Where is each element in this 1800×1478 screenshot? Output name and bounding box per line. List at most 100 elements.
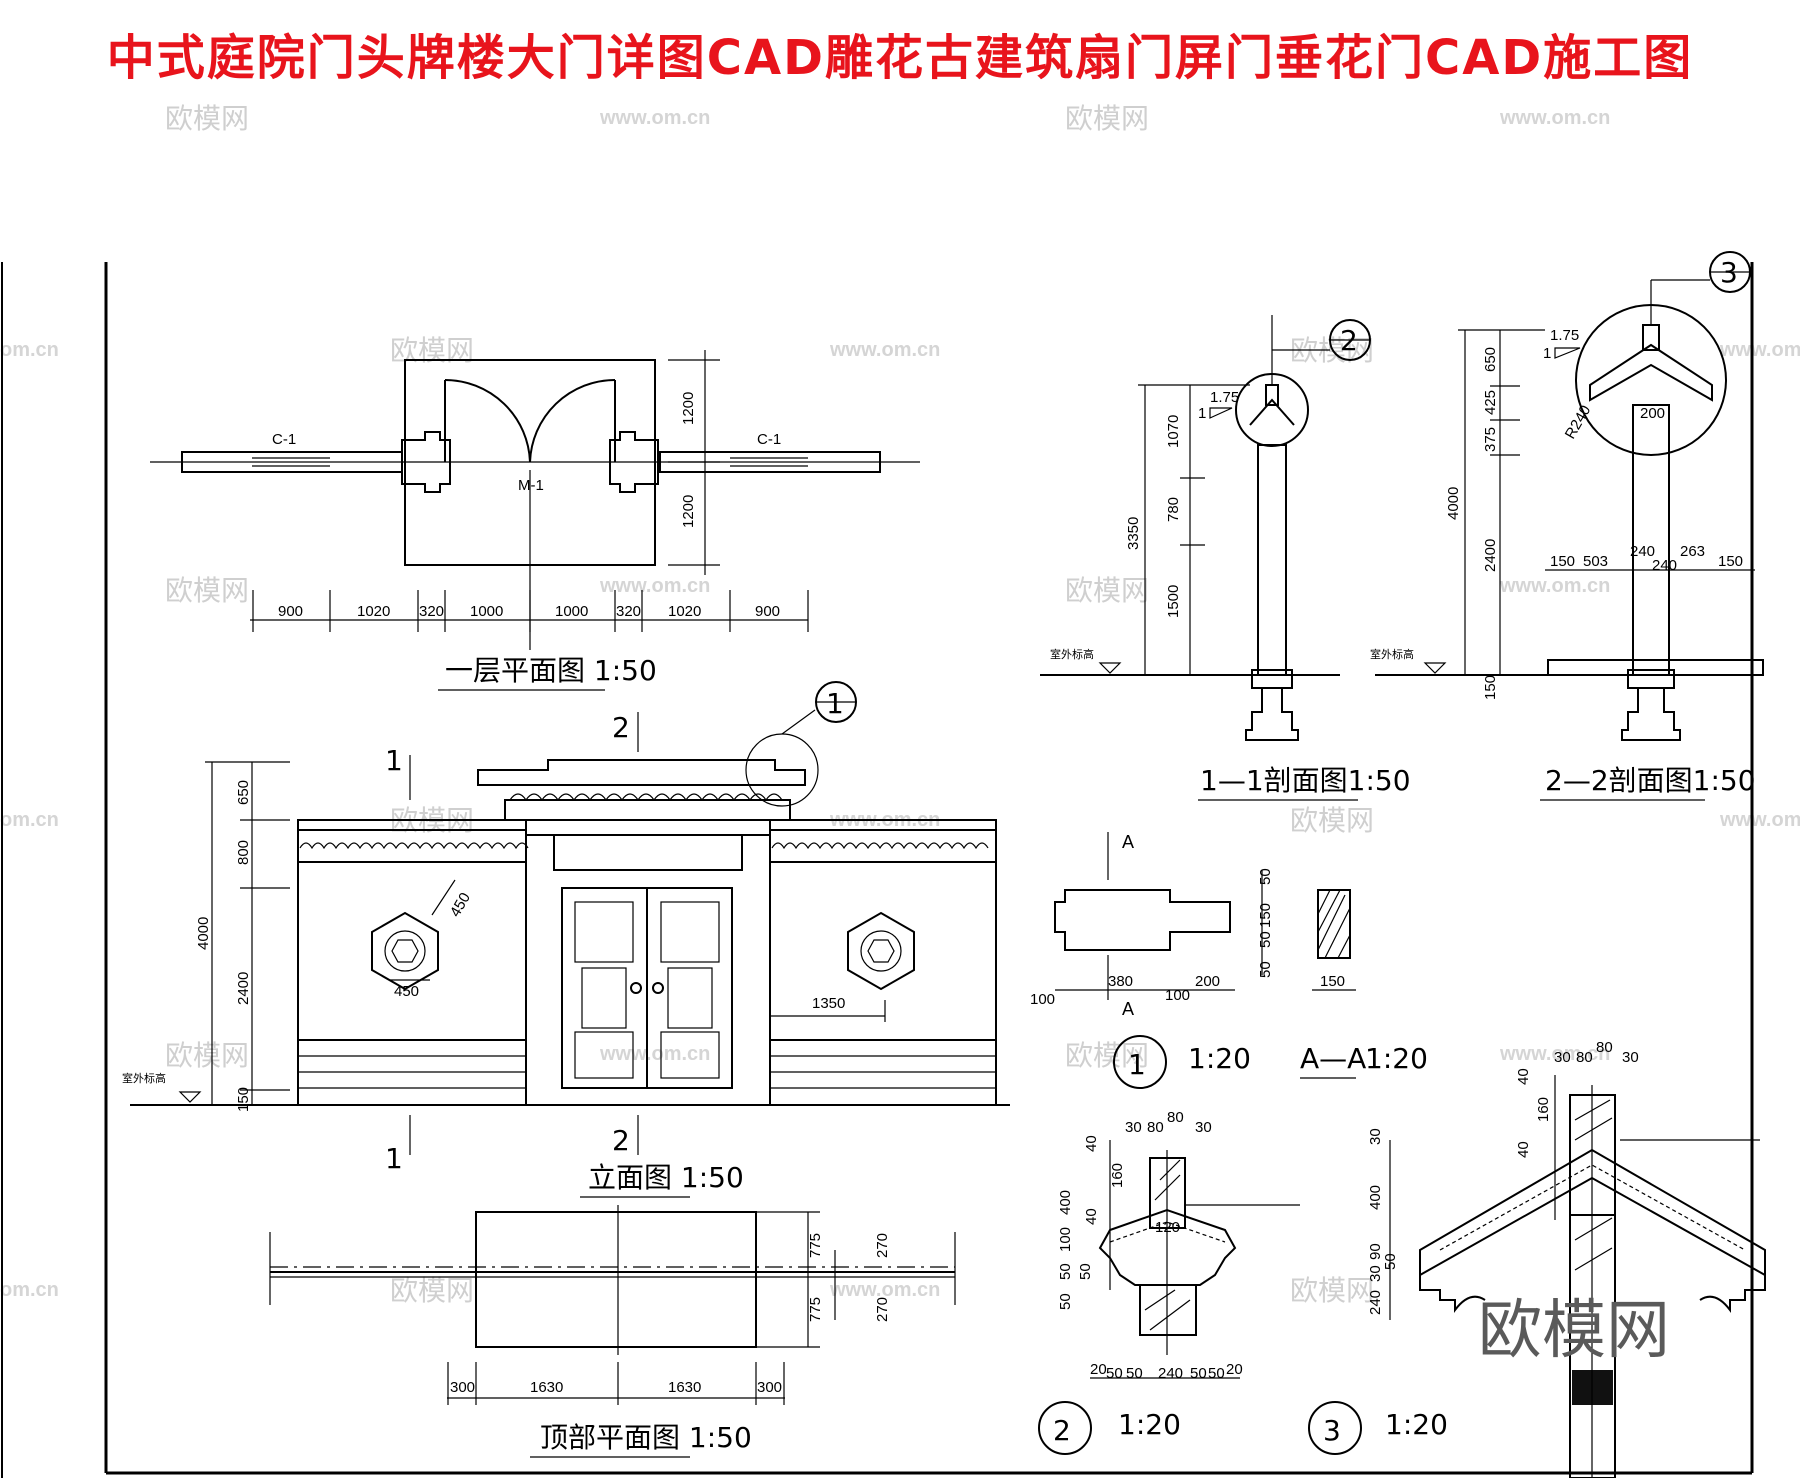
- detail-dim-bottom: 240: [1158, 1365, 1183, 1382]
- detail-dim-left: 90: [1367, 1243, 1384, 1260]
- watermark-layer: 欧模网 www.om.cn 欧模网 www.om.cn 欧模网 www.om.c…: [0, 102, 1800, 1307]
- watermark-brand: 欧模网: [1290, 804, 1374, 837]
- plan-dim-bottom: 320: [419, 603, 444, 620]
- section-cut-label: A: [1122, 999, 1134, 1019]
- detail-dim-left: 40: [1515, 1141, 1532, 1158]
- detail-dim-left: 400: [1367, 1185, 1384, 1210]
- detail-dim-left: 240: [1367, 1290, 1384, 1315]
- detail-marker: [1038, 1401, 1092, 1455]
- section-dim: 2400: [1482, 539, 1499, 572]
- detail-2: 30 80 80 30 40 160 400 40 100 50 50 50 1…: [1038, 1109, 1300, 1455]
- detail-scale: 1:20: [1188, 1042, 1251, 1075]
- roof-dim-right: 270: [874, 1233, 891, 1258]
- section-dim: 1070: [1165, 415, 1182, 448]
- roof-dim-right: 775: [807, 1297, 824, 1322]
- watermark-url: www.om.cn: [1719, 809, 1800, 831]
- elevation-dim-left: 650: [235, 780, 252, 805]
- detail-dim-top: 30: [1125, 1119, 1142, 1136]
- detail-aa-title: A—A: [1300, 1042, 1366, 1075]
- detail-dim-left: 30: [1367, 1128, 1384, 1145]
- plan-dim-bottom: 1020: [668, 603, 701, 620]
- watermark-url: www.om.cn: [599, 575, 710, 597]
- plan-title: 一层平面图 1:50: [445, 654, 657, 687]
- plan-dim-bottom: 320: [616, 603, 641, 620]
- detail-dim-top: 80: [1576, 1049, 1593, 1066]
- detail-dim-left: 50: [1057, 1263, 1074, 1280]
- detail-dim-top: 80: [1147, 1119, 1164, 1136]
- watermark-url: www.om.cn: [1499, 575, 1610, 597]
- detail-dim-left: 400: [1057, 1190, 1074, 1215]
- detail-scale: 1:20: [1365, 1042, 1428, 1075]
- ground-floor-plan: C-1 C-1 M-1 1200 1200 900 1020 320 1000 …: [150, 350, 920, 691]
- section-2-2: 3 1.75 1 R240 200 650 425 375 2400 4000 …: [1370, 251, 1764, 801]
- section-dim-h: 503: [1583, 553, 1608, 570]
- page-title: 中式庭院门头牌楼大门详图CAD雕花古建筑扇门屏门垂花门CAD施工图: [106, 30, 1694, 86]
- watermark-url: www.om.cn: [599, 1043, 710, 1065]
- detail-dim-top: 80: [1596, 1039, 1613, 1056]
- section-dim-h: 240: [1652, 557, 1677, 574]
- watermark-url: www.om.cn: [1499, 1043, 1610, 1065]
- detail-marker-label: 2: [1053, 1414, 1071, 1447]
- detail-dim-left: 30: [1367, 1265, 1384, 1282]
- detail-dim-top: 30: [1622, 1049, 1639, 1066]
- detail-marker-label: 1: [826, 687, 844, 720]
- roof-dim-right: 775: [807, 1233, 824, 1258]
- watermark-brand: 欧模网: [390, 334, 474, 367]
- plan-dim-bottom: 1000: [555, 603, 588, 620]
- detail-marker-label: 1: [1128, 1048, 1146, 1081]
- ground-level-label: 室外标高: [1050, 647, 1094, 661]
- elevation-title: 立面图 1:50: [588, 1161, 744, 1194]
- slope-label: 1.75: [1550, 327, 1579, 344]
- detail-marker: [1113, 1035, 1167, 1089]
- section-dim: 780: [1165, 497, 1182, 522]
- section-cut-label: A: [1122, 832, 1134, 852]
- watermark-url: www.om.cn: [829, 1279, 940, 1301]
- door-panels: [574, 901, 720, 1079]
- plan-dim-right: 1200: [680, 392, 697, 425]
- window-label: C-1: [272, 431, 296, 448]
- watermark-url-short: om.cn: [0, 809, 59, 831]
- detail-dim-top: 30: [1195, 1119, 1212, 1136]
- section-dim: 1500: [1165, 585, 1182, 618]
- detail-dim-left: 160: [1109, 1163, 1126, 1188]
- watermark-url-short: om.cn: [0, 339, 59, 361]
- section-mark: 2: [612, 1124, 630, 1157]
- detail-dim-v: 150: [1257, 903, 1274, 928]
- detail-dim-top: 30: [1554, 1049, 1571, 1066]
- section-dim-total: 4000: [1445, 487, 1462, 520]
- elevation-dim-total: 4000: [195, 917, 212, 950]
- detail-dim-left: 100: [1057, 1227, 1074, 1252]
- section-dim-total: 3350: [1125, 517, 1142, 550]
- plan-dim-ticks: [252, 590, 809, 632]
- watermark-brand: 欧模网: [1065, 102, 1149, 135]
- hex-window-right: [847, 911, 915, 991]
- section-dim-base: 150: [1482, 675, 1499, 700]
- brick-base-left: [297, 1039, 527, 1106]
- plan-dim-bottom: 1000: [470, 603, 503, 620]
- section-mark: 2: [612, 711, 630, 744]
- sheet-frame: [1, 262, 1754, 1478]
- elevation-dim-left: 150: [235, 1087, 252, 1112]
- watermark-brand: 欧模网: [165, 102, 249, 135]
- section-dim-h: 240: [1630, 543, 1655, 560]
- watermark-brand: 欧模网: [165, 574, 249, 607]
- section-dim-h: 263: [1680, 543, 1705, 560]
- watermark-brand: 欧模网: [390, 1274, 474, 1307]
- watermark-brand: 欧模网: [165, 1039, 249, 1072]
- watermark-url-short: om.cn: [0, 1279, 59, 1301]
- plan-dim-right: 1200: [680, 495, 697, 528]
- roof-plan-title: 顶部平面图 1:50: [540, 1421, 752, 1454]
- detail-dim-left: 40: [1515, 1068, 1532, 1085]
- watermark-brand: 欧模网: [1290, 1274, 1374, 1307]
- front-elevation: 1 1 1 2 2 650 800 2400 150 4000 室外标高 450…: [122, 681, 1010, 1198]
- section-dim: 375: [1482, 427, 1499, 452]
- detail-dim: 150: [1320, 973, 1345, 990]
- plan-dim-bottom: 900: [278, 603, 303, 620]
- elevation-dim-left: 800: [235, 840, 252, 865]
- detail-dim-v: 50: [1257, 868, 1274, 885]
- detail-dim-left: 160: [1535, 1097, 1552, 1122]
- section-1-1: 2 1.75 1 1070 780 1500 3350 室外标高 1—1剖面图1…: [1040, 315, 1411, 801]
- detail-dim-bottom: 20: [1090, 1361, 1107, 1378]
- roof-plan: 775 775 270 270 300 1630 1630 300 顶部平面图 …: [269, 1205, 956, 1458]
- roof-dim-bottom: 300: [450, 1379, 475, 1396]
